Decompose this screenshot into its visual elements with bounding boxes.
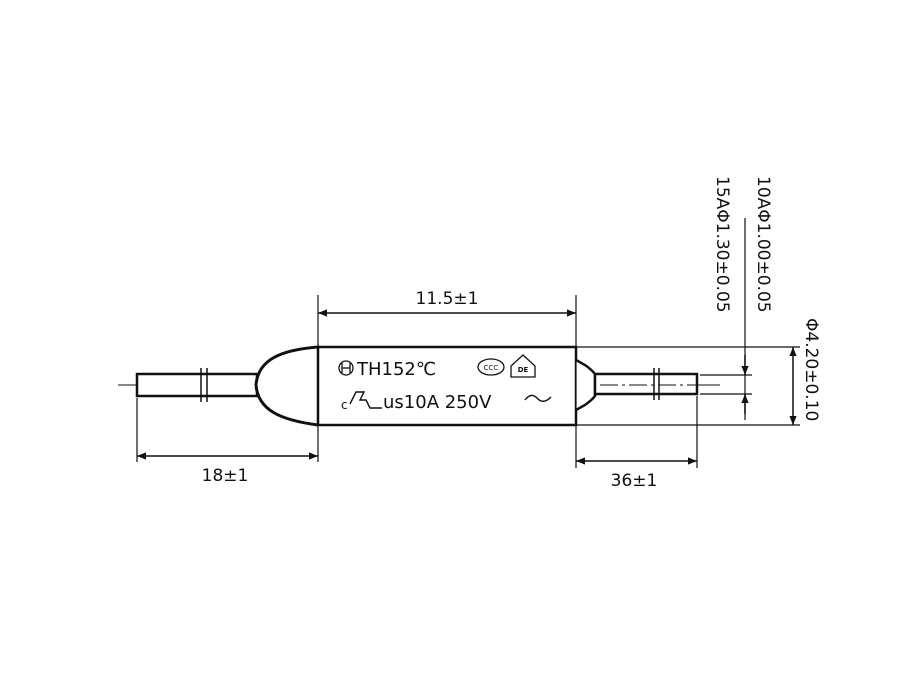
fuse-body bbox=[316, 345, 578, 427]
dim-lead-diameter-10a: 10AΦ1.00±0.05 bbox=[753, 176, 773, 313]
dim-right-lead: 36±1 bbox=[611, 471, 658, 491]
ac-symbol-icon bbox=[524, 394, 552, 402]
right-end-cap bbox=[575, 358, 597, 412]
left-end-cap bbox=[254, 345, 319, 427]
right-lead bbox=[593, 372, 699, 396]
ul-c-prefix: c bbox=[341, 398, 348, 412]
svg-text:CCC: CCC bbox=[484, 364, 499, 372]
left-lead bbox=[135, 372, 259, 398]
dim-body-length: 11.5±1 bbox=[416, 289, 479, 309]
marking-temperature: TH152℃ bbox=[356, 359, 436, 380]
dim-body-diameter: Φ4.20±0.10 bbox=[801, 318, 821, 421]
svg-text:DE: DE bbox=[518, 366, 529, 374]
dim-lead-diameter-15a: 15AΦ1.30±0.05 bbox=[712, 176, 732, 313]
ccc-cert-icon: CCC bbox=[477, 358, 505, 376]
ul-mark-icon bbox=[349, 391, 382, 409]
dim-left-lead: 18±1 bbox=[202, 466, 249, 486]
vde-cert-icon: DE bbox=[510, 354, 536, 378]
marking-rating: us10A 250V bbox=[383, 392, 492, 413]
h-mark-icon bbox=[338, 360, 354, 376]
